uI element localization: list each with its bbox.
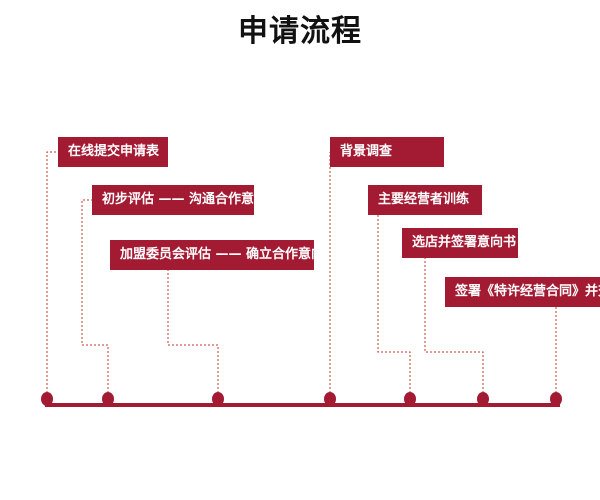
step-box-operator-training: 主要经营者训练 [368,185,482,215]
connector-line [81,199,109,397]
timeline-milestone-dot [102,392,114,406]
step-box-submit-application: 在线提交申请表 [58,137,168,167]
step-box-site-selection: 选店并签署意向书 [402,228,518,258]
timeline-milestone-dot [404,392,416,406]
step-label: 选店并签署意向书 [412,235,517,250]
timeline-bar [45,403,560,407]
page-title: 申请流程 [238,14,362,49]
timeline-milestone-dot [41,392,53,406]
step-box-background-check: 背景调查 [330,137,444,167]
step-label: 加盟委员会评估 —— 确立合作意向 [120,247,325,262]
step-label: 初步评估 —— 沟通合作意向 [102,192,268,207]
timeline-milestone-dot [477,392,489,406]
timeline-milestone-dot [212,392,224,406]
timeline-milestone-dot [550,392,562,406]
step-box-committee-assessment: 加盟委员会评估 —— 确立合作意向 [110,240,324,270]
step-label: 签署《特许经营合同》并交接 [455,284,600,299]
connector-line [402,242,484,397]
connector-line [46,151,58,397]
step-label: 主要经营者训练 [378,192,470,207]
step-box-initial-assessment: 初步评估 —— 沟通合作意向 [92,185,267,215]
timeline-milestone-dot [324,392,336,406]
step-box-sign-franchise-contract: 签署《特许经营合同》并交接 [445,277,600,307]
step-label: 背景调查 [340,144,393,159]
step-label: 在线提交申请表 [68,144,160,159]
connector-line [167,270,219,397]
